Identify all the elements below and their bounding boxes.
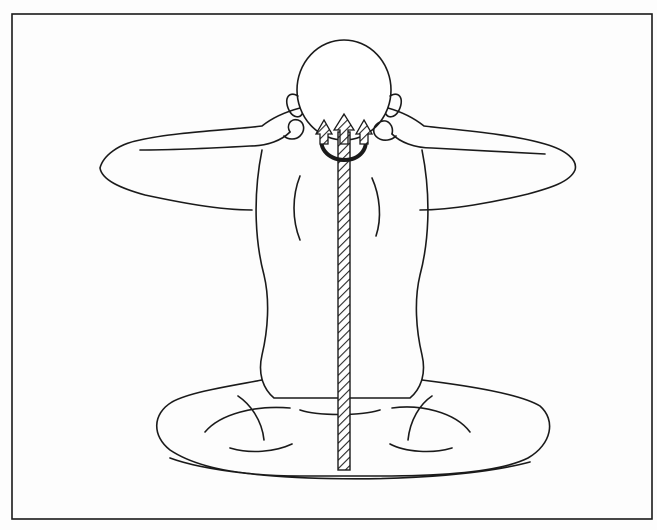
right-foot [390, 444, 452, 451]
crossed-legs [157, 380, 550, 476]
left-foot [230, 444, 292, 451]
right-shoulder-blade [372, 178, 379, 236]
cloth-fold-left [238, 396, 264, 440]
right-hand [374, 121, 396, 140]
left-arm [100, 108, 300, 210]
right-knee [392, 407, 470, 432]
left-forearm-inner [140, 132, 290, 150]
spine-rope [338, 132, 350, 470]
right-arm [388, 108, 575, 210]
left-shoulder-blade [294, 176, 300, 240]
cloth-fold-right [408, 396, 432, 440]
left-hand [284, 120, 304, 139]
spine-channel [316, 114, 372, 470]
right-forearm-inner [392, 134, 545, 154]
left-knee [205, 407, 290, 432]
